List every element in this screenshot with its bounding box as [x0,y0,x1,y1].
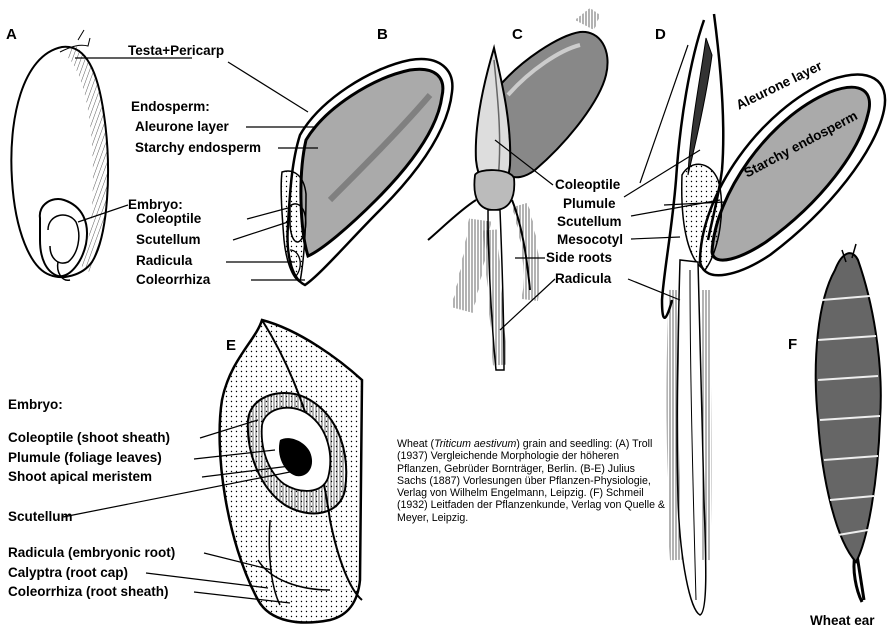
caption-species: Triticum aestivum [434,438,516,450]
label-plumule-d: Plumule [563,197,616,211]
label-radicula-cd: Radicula [555,272,611,286]
label-endosperm: Endosperm: [131,100,210,114]
label-side-roots-c: Side roots [546,251,612,265]
leader-testa-b [228,62,308,112]
wheat-ear-f-illustration [816,244,881,602]
label-scutellum-e: Scutellum [8,510,73,524]
panel-letter-c: C [512,27,523,42]
leader-mesocotyl-d [631,237,680,239]
figure-caption: Wheat (Triticum aestivum) grain and seed… [397,438,665,524]
leader-scutellum-b [233,222,288,240]
label-plumule-e: Plumule (foliage leaves) [8,451,162,465]
leader-radicula-d [628,279,680,300]
label-coleoptile-b: Coleoptile [136,212,201,226]
label-mesocotyl-d: Mesocotyl [557,233,623,247]
panel-letter-f: F [788,337,797,352]
panel-letter-d: D [655,27,666,42]
label-scutellum-d: Scutellum [557,215,622,229]
label-embryo-b: Embryo: [128,198,183,212]
caption-rest: ) grain and seedling: (A) Troll (1937) V… [397,438,665,524]
label-sam-e: Shoot apical meristem [8,470,152,484]
grain-b-illustration [281,59,452,285]
panel-letter-e: E [226,338,236,353]
label-wheat-ear: Wheat ear [810,614,875,628]
grain-a-illustration [11,30,108,280]
label-coleoptile-cd: Coleoptile [555,178,620,192]
label-scutellum-b: Scutellum [136,233,201,247]
label-coleoptile-e: Coleoptile (shoot sheath) [8,431,170,445]
label-radicula-e: Radicula (embryonic root) [8,546,175,560]
label-radicula-b: Radicula [136,254,192,268]
embryo-e-title: Embryo: [8,398,63,412]
label-calyptra-e: Calyptra (root cap) [8,566,128,580]
panel-letter-b: B [377,27,388,42]
caption-lead: Wheat ( [397,438,434,450]
label-starchy-b: Starchy endosperm [135,141,261,155]
label-coleorrhiza-e: Coleorrhiza (root sheath) [8,585,169,599]
panel-letter-a: A [6,27,17,42]
label-aleurone-b: Aleurone layer [135,120,229,134]
label-coleorrhiza-b: Coleorrhiza [136,273,210,287]
label-testa-pericarp: Testa+Pericarp [128,44,224,58]
